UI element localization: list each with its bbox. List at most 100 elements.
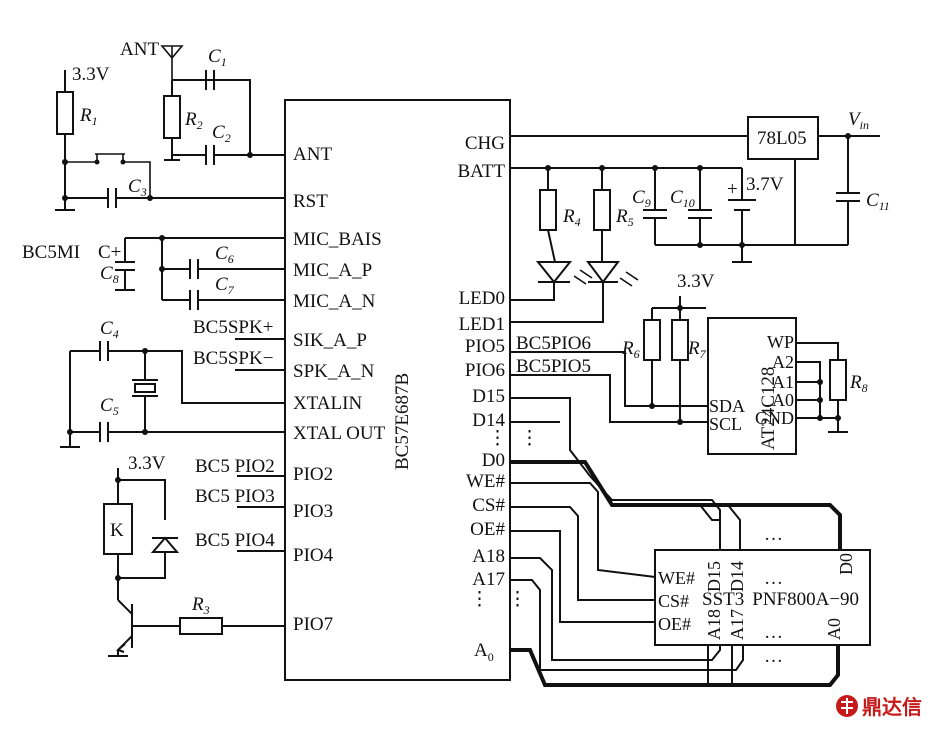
eeprom-pin-scl: SCL	[709, 414, 742, 434]
label-c5: C5	[100, 395, 119, 418]
pin-dots-d: ⋮	[488, 428, 507, 449]
pin-a18: A18	[472, 546, 505, 567]
label-c3: C3	[128, 176, 147, 199]
net-pio3: BC5 PIO3	[195, 486, 275, 507]
resistor-r2	[163, 95, 181, 139]
bus-dots-addr: ⋮	[508, 589, 527, 610]
net-3v3-a: 3.3V	[72, 64, 110, 85]
label-r8: R8	[849, 372, 868, 395]
eeprom-pin-a0: A0	[772, 390, 794, 410]
pin-a17: A17	[472, 569, 505, 590]
pin-xtalin: XTALIN	[293, 393, 362, 414]
label-c6: C6	[215, 243, 234, 266]
resistor-r3	[179, 617, 223, 635]
pin-dots-a: ⋮	[470, 589, 489, 610]
flash-dots-bottom: …	[764, 622, 783, 643]
pin-pio4: PIO4	[293, 545, 334, 566]
flash-pin-oe: OE#	[658, 614, 691, 634]
label-r3: R3	[191, 594, 210, 617]
pin-led0: LED0	[459, 288, 505, 309]
pin-mic-bais: MIC_BAIS	[293, 229, 382, 250]
switch-icon	[65, 153, 151, 198]
pin-we: WE#	[466, 471, 506, 492]
pin-spk-a-n: SPK_A_N	[293, 361, 375, 382]
watermark-logo: 鼎达信	[836, 695, 922, 719]
flash-pin-a0: A0	[824, 618, 844, 640]
flash-pin-d15: D15	[704, 561, 724, 592]
pin-batt: BATT	[458, 161, 506, 182]
flash-pin-we: WE#	[658, 568, 695, 588]
label-relay-k: K	[110, 520, 124, 541]
watermark-text: 鼎达信	[862, 695, 922, 719]
pin-ant: ANT	[293, 144, 332, 165]
label-r5: R5	[615, 206, 634, 229]
eeprom-name: AT24C128	[758, 367, 779, 450]
pin-d0: D0	[482, 450, 505, 471]
eeprom-pin-sda: SDA	[709, 396, 745, 416]
eeprom-pin-wp: WP	[767, 332, 794, 352]
pin-chg: CHG	[465, 133, 505, 154]
net-ant: ANT	[120, 39, 159, 60]
label-c4: C4	[100, 318, 119, 341]
net-3v3-c: 3.3V	[677, 271, 715, 292]
net-vin: Vin	[848, 109, 869, 132]
net-pio2: BC5 PIO2	[195, 456, 275, 477]
pin-d15: D15	[472, 386, 505, 407]
pin-pio6: PIO6	[465, 360, 505, 381]
capacitor-c3	[65, 188, 285, 208]
label-c9: C9	[632, 187, 651, 210]
resistor-r7	[671, 319, 689, 361]
pin-mic-a-n: MIC_A_N	[293, 291, 376, 312]
transistor-icon	[108, 599, 180, 657]
label-mic-plus: C+	[98, 242, 121, 263]
net-pio6: BC5PIO6	[516, 333, 591, 354]
led-icon-1	[510, 261, 573, 301]
regulator-78l05	[747, 116, 819, 160]
label-c11: C11	[866, 190, 890, 213]
net-pio4: BC5 PIO4	[195, 530, 275, 551]
resistor-r1	[56, 91, 74, 135]
pin-d14: D14	[472, 410, 505, 431]
pin-xtal-out: XTAL OUT	[293, 423, 386, 444]
bus-dots-right: ⋮	[520, 428, 539, 449]
pin-pio7: PIO7	[293, 614, 333, 635]
net-pio5: BC5PIO5	[516, 356, 591, 377]
pin-rst: RST	[293, 191, 328, 212]
resistor-r6	[643, 319, 661, 361]
flash-pin-cs: CS#	[658, 591, 689, 611]
main-chip-body	[284, 99, 511, 681]
label-c2: C2	[212, 122, 231, 145]
flash-dots-top: …	[764, 568, 783, 589]
regulator-label: 78L05	[757, 128, 807, 149]
battery-icon	[728, 168, 756, 263]
capacitor-c2	[172, 145, 285, 165]
net-spk-n: BC5SPK−	[193, 348, 273, 369]
pin-pio3: PIO3	[293, 501, 333, 522]
label-c10: C10	[670, 187, 695, 210]
pin-cs: CS#	[472, 495, 505, 516]
label-r4: R4	[562, 206, 581, 229]
flash-pin-d0: D0	[836, 553, 856, 575]
pin-mic-a-p: MIC_A_P	[293, 260, 372, 281]
label-r6: R6	[621, 338, 640, 361]
eeprom-body	[707, 317, 797, 455]
flash-dots-above: …	[764, 524, 783, 545]
pin-pio5: PIO5	[465, 336, 505, 357]
diode-icon	[118, 536, 180, 579]
main-chip-name: BC57E687B	[392, 373, 413, 470]
eeprom-pin-gnd: GND	[755, 408, 794, 428]
net-spk-p: BC5SPK+	[193, 317, 273, 338]
pin-led1: LED1	[459, 314, 505, 335]
resistor-r8	[829, 359, 847, 401]
flash-pin-a17: A17	[727, 609, 747, 640]
pin-pio2: PIO2	[293, 464, 333, 485]
label-c1: C1	[208, 46, 227, 69]
led-icon-2	[510, 261, 620, 323]
pin-oe: OE#	[470, 519, 505, 540]
net-3v3-b: 3.3V	[128, 453, 166, 474]
label-r1: R1	[79, 105, 98, 128]
label-c8: C8	[100, 263, 119, 286]
pin-sik-a-p: SIK_A_P	[293, 330, 367, 351]
